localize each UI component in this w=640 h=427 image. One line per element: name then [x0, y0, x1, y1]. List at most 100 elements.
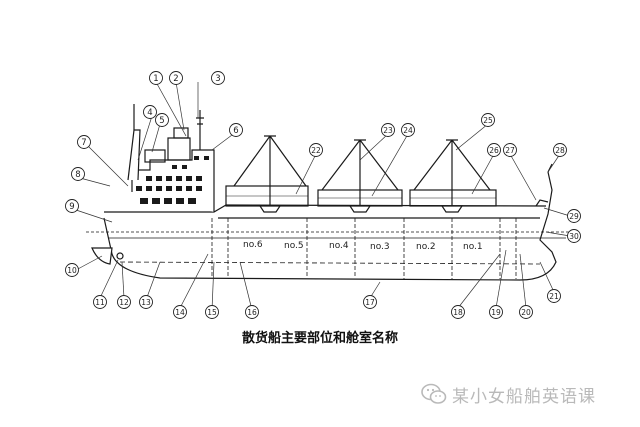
- callout-19: 19: [489, 305, 503, 319]
- callout-circle: [229, 123, 243, 137]
- hold-label-4: no.4: [329, 241, 349, 251]
- hull-outline: [103, 171, 557, 281]
- callout-26: 26: [487, 143, 501, 157]
- funnel: [127, 129, 141, 181]
- callout-1: 1: [149, 71, 163, 85]
- callout-23: 23: [381, 123, 395, 137]
- callout-number: 3: [215, 74, 220, 84]
- callout-16: 16: [245, 305, 259, 319]
- callout-21: 21: [547, 289, 561, 303]
- callout-circle: [143, 105, 157, 119]
- diagram-caption: 散货船主要部位和舱室名称: [241, 331, 398, 346]
- callout-13: 13: [139, 295, 153, 309]
- callout-circle: [519, 305, 533, 319]
- callout-8: 8: [71, 167, 85, 181]
- callout-number: 14: [175, 308, 185, 317]
- callout-circle: [173, 305, 187, 319]
- callout-number: 19: [491, 308, 501, 317]
- callout-circle: [567, 209, 581, 223]
- callout-28: 28: [553, 143, 567, 157]
- callout-number: 13: [141, 298, 151, 307]
- watermark-text: 某小女船舶英语课: [452, 386, 596, 407]
- callout-2: 2: [169, 71, 183, 85]
- callout-number: 11: [95, 298, 105, 307]
- callout-number: 8: [75, 170, 80, 180]
- callout-circle: [487, 143, 501, 157]
- callout-12: 12: [117, 295, 131, 309]
- hold-label-3: no.3: [370, 242, 390, 252]
- callout-number: 7: [81, 138, 86, 148]
- callout-circle: [547, 289, 561, 303]
- callout-number: 6: [233, 126, 238, 136]
- crane-mid: [321, 139, 399, 206]
- crane-fore: [413, 139, 491, 206]
- callout-15: 15: [205, 305, 219, 319]
- callout-24: 24: [401, 123, 415, 137]
- callout-number: 29: [569, 212, 579, 221]
- callout-17: 17: [363, 295, 377, 309]
- callout-3: 3: [211, 71, 225, 85]
- callout-7: 7: [77, 135, 91, 149]
- callout-circle: [117, 295, 131, 309]
- hold-label-2: no.2: [416, 242, 436, 252]
- callout-number: 10: [67, 266, 77, 275]
- callout-29: 29: [567, 209, 581, 223]
- callout-number: 17: [365, 298, 375, 307]
- callout-11: 11: [93, 295, 107, 309]
- callout-circle: [567, 229, 581, 243]
- callout-circle: [211, 71, 225, 85]
- callout-6: 6: [229, 123, 243, 137]
- callout-number: 15: [207, 308, 217, 317]
- callout-number: 20: [521, 308, 531, 317]
- callout-circle: [77, 135, 91, 149]
- callout-number: 30: [569, 232, 579, 241]
- callout-5: 5: [155, 113, 169, 127]
- hold-label-5: no.5: [284, 241, 304, 251]
- callout-number: 16: [247, 308, 257, 317]
- callout-circle: [65, 263, 79, 277]
- callout-number: 18: [453, 308, 463, 317]
- hold-label-6: no.6: [243, 240, 263, 250]
- callout-4: 4: [143, 105, 157, 119]
- callout-number: 5: [159, 116, 164, 126]
- callout-circle: [149, 71, 163, 85]
- callout-circle: [481, 113, 495, 127]
- callout-circle: [93, 295, 107, 309]
- callout-20: 20: [519, 305, 533, 319]
- callout-circle: [205, 305, 219, 319]
- callout-circle: [363, 295, 377, 309]
- callout-22: 22: [309, 143, 323, 157]
- callout-number: 25: [483, 116, 493, 125]
- callout-number: 2: [173, 74, 178, 84]
- crane-aft: [233, 135, 307, 206]
- callout-9: 9: [65, 199, 79, 213]
- callout-circle: [309, 143, 323, 157]
- callout-circle: [65, 199, 79, 213]
- callout-number: 26: [489, 146, 499, 155]
- callout-number: 24: [403, 126, 413, 135]
- callout-number: 28: [555, 146, 565, 155]
- callout-circle: [245, 305, 259, 319]
- callout-25: 25: [481, 113, 495, 127]
- callout-18: 18: [451, 305, 465, 319]
- callout-circle: [169, 71, 183, 85]
- callout-circle: [451, 305, 465, 319]
- callout-30: 30: [567, 229, 581, 243]
- callout-27: 27: [503, 143, 517, 157]
- callout-circle: [553, 143, 567, 157]
- callout-circle: [489, 305, 503, 319]
- callout-number: 1: [153, 74, 158, 84]
- callout-number: 4: [147, 108, 152, 118]
- callout-14: 14: [173, 305, 187, 319]
- callout-circle: [71, 167, 85, 181]
- callout-circle: [381, 123, 395, 137]
- wechat-icon: [421, 383, 447, 404]
- callout-number: 21: [549, 292, 559, 301]
- callout-number: 9: [69, 202, 74, 212]
- watermark: 某小女船舶英语课: [420, 381, 596, 407]
- callout-number: 12: [119, 298, 129, 307]
- callout-circle: [139, 295, 153, 309]
- callout-circle: [503, 143, 517, 157]
